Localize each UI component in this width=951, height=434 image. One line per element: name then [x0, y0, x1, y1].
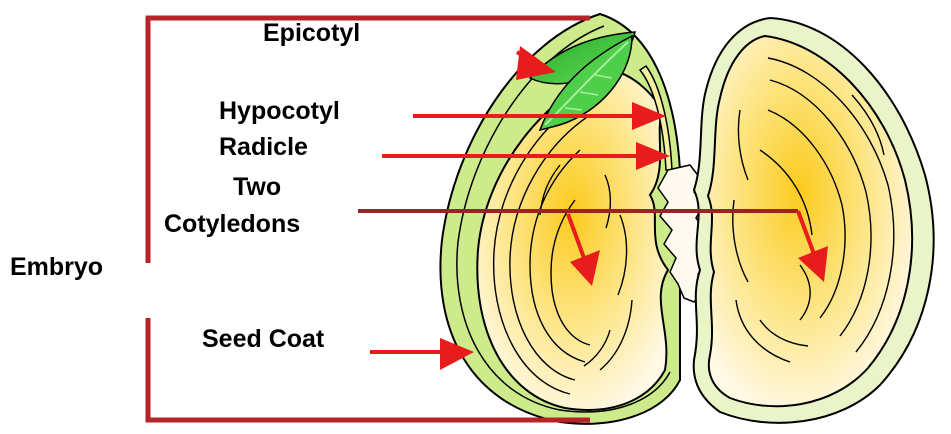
- label-seed-coat: Seed Coat: [202, 325, 324, 353]
- label-epicotyl: Epicotyl: [263, 19, 360, 47]
- label-hypocotyl: Hypocotyl: [219, 97, 340, 125]
- label-cotyledons: Cotyledons: [164, 210, 300, 238]
- label-two: Two: [233, 173, 281, 201]
- right-seed-half: [694, 18, 934, 423]
- label-radicle: Radicle: [219, 133, 308, 161]
- label-embryo: Embryo: [10, 253, 103, 281]
